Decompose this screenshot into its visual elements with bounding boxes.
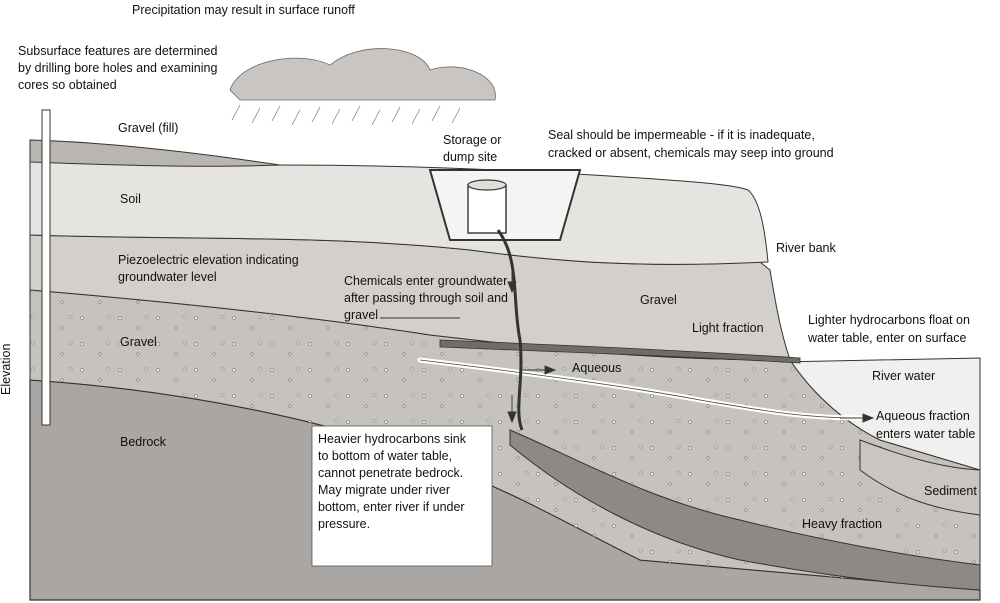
aqueous-fraction-label: Aqueous fraction enters water table: [876, 409, 975, 441]
elevation-label: Elevation: [0, 344, 13, 395]
storage-line-1: Storage or: [443, 133, 501, 147]
chemicals-label: Chemicals enter groundwater after passin…: [344, 274, 508, 322]
heavier-hc-line-1: Heavier hydrocarbons sink: [318, 432, 467, 446]
storage-line-2: dump site: [443, 150, 497, 164]
subsurface-line-3: cores so obtained: [18, 78, 117, 92]
heavier-hc-line-3: cannot penetrate bedrock.: [318, 466, 463, 480]
gravel-left-label: Gravel: [120, 335, 157, 349]
heavy-fraction-label: Heavy fraction: [802, 517, 882, 531]
river-water: [779, 357, 981, 471]
soil-label: Soil: [120, 192, 141, 206]
lighter-hc-line-1: Lighter hydrocarbons float on: [808, 313, 970, 327]
heavier-hc-line-4: May migrate under river: [318, 483, 450, 497]
heavy-fraction-band: [509, 429, 981, 591]
bore-hole: [41, 109, 51, 426]
seal-label: Seal should be impermeable - if it is in…: [548, 128, 834, 160]
piezo-line-1: Piezoelectric elevation indicating: [118, 253, 299, 267]
heavier-hc-line-5: bottom, enter river if under: [318, 500, 465, 514]
bedrock-label: Bedrock: [120, 435, 167, 449]
heavier-hc-box: [311, 425, 493, 567]
aqueous-fraction-line-1: Aqueous fraction: [876, 409, 970, 423]
aqueous-plume: [417, 357, 863, 421]
aqueous-label: Aqueous: [572, 361, 621, 375]
sediment-label: Sediment: [924, 484, 977, 498]
gravel-fill-label: Gravel (fill): [118, 121, 178, 135]
light-fraction-label: Light fraction: [692, 321, 764, 335]
lighter-hc-label: Lighter hydrocarbons float on water tabl…: [807, 313, 970, 345]
river-bank-label: River bank: [776, 241, 836, 255]
piezo-label: Piezoelectric elevation indicating groun…: [118, 253, 299, 284]
precipitation-label: Precipitation may result in surface runo…: [132, 3, 355, 17]
river-water-label: River water: [872, 369, 935, 383]
subsurface-line-2: by drilling bore holes and examining: [18, 61, 217, 75]
lighter-hc-line-2: water table, enter on surface: [807, 331, 966, 345]
heavier-hc-line-2: to bottom of water table,: [318, 449, 452, 463]
seal-line-1: Seal should be impermeable - if it is in…: [548, 128, 815, 142]
chemicals-line-2: after passing through soil and: [344, 291, 508, 305]
leader-lines: [380, 262, 875, 424]
heavier-hc-callout: Heavier hydrocarbons sink to bottom of w…: [311, 425, 493, 567]
piezo-line-2: groundwater level: [118, 270, 217, 284]
chemicals-line-3: gravel: [344, 308, 378, 322]
chemicals-line-1: Chemicals enter groundwater: [344, 274, 507, 288]
sediment-layer: [859, 439, 981, 516]
subsurface-line-1: Subsurface features are determined: [18, 44, 217, 58]
aqueous-fraction-line-2: enters water table: [876, 427, 975, 441]
light-fraction-band: [439, 339, 801, 364]
gravel-right-label: Gravel: [640, 293, 677, 307]
rain-cloud: [229, 48, 496, 101]
heavier-hc-line-6: pressure.: [318, 517, 370, 531]
chemical-seep-path: [496, 229, 524, 431]
gravel-fill-layer: [29, 139, 281, 167]
subsurface-label: Subsurface features are determined by dr…: [18, 44, 217, 92]
seal-line-2: cracked or absent, chemicals may seep in…: [548, 146, 834, 160]
drum-icon: [467, 179, 507, 234]
rain-lines: [231, 104, 461, 126]
storage-label: Storage or dump site: [443, 133, 501, 164]
